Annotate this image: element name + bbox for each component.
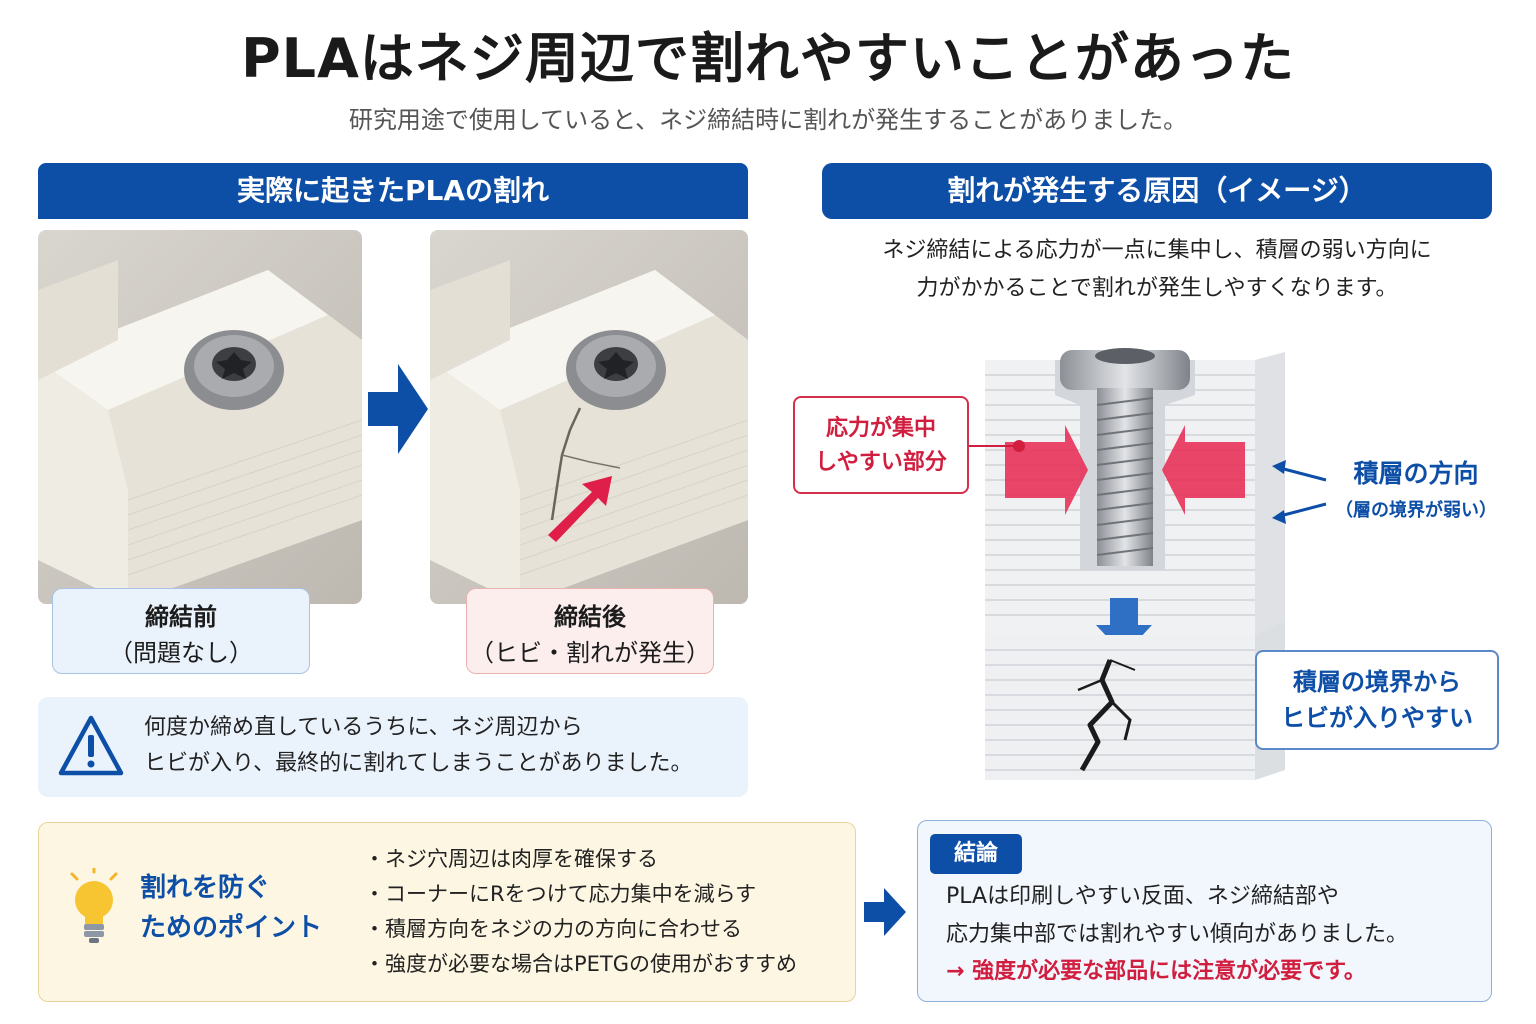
stress-callout-leader <box>969 445 1015 447</box>
photo-after-fastening <box>430 230 748 604</box>
label-before-title: 締結前 <box>145 603 217 631</box>
warning-text: 何度か締め直しているうちに、ネジ周辺から ヒビが入り、最終的に割れてしまうことが… <box>144 710 744 782</box>
stress-callout-line-1: 応力が集中 <box>825 416 936 441</box>
tips-title-line-1: 割れを防ぐ <box>140 873 271 903</box>
conclusion-line-1: PLAは印刷しやすい反面、ネジ締結部や <box>946 884 1339 909</box>
layer-direction-arrows-icon <box>1272 460 1327 524</box>
layer-direction-note: （層の境界が弱い） <box>1335 500 1497 521</box>
tip-item: 強度が必要な場合はPETGの使用がおすすめ <box>364 947 844 982</box>
conclusion-line-3: → 強度が必要な部品には注意が必要です。 <box>946 959 1366 984</box>
label-after-note: （ヒビ・割れが発生） <box>470 639 710 667</box>
label-after-title: 締結後 <box>554 603 626 631</box>
tips-list: ネジ穴周辺は肉厚を確保する コーナーにRをつけて応力集中を減らす 積層方向をネジ… <box>364 842 844 982</box>
lightbulb-icon <box>70 868 118 943</box>
cross-section-diagram <box>985 348 1285 780</box>
tip-item: コーナーにRをつけて応力集中を減らす <box>364 877 844 912</box>
section-heading-actual-cracks: 実際に起きたPLAの割れ <box>38 163 748 219</box>
warning-line-2: ヒビが入り、最終的に割れてしまうことがありました。 <box>144 751 693 776</box>
arrow-right-icon <box>864 888 906 936</box>
cause-line-1: ネジ締結による応力が一点に集中し、積層の弱い方向に <box>882 238 1432 263</box>
photo-before-fastening <box>38 230 362 604</box>
conclusion-line-2: 応力集中部では割れやすい傾向がありました。 <box>946 922 1409 947</box>
layer-direction-label: 積層の方向 <box>1353 459 1479 488</box>
warning-line-1: 何度か締め直しているうちに、ネジ周辺から <box>144 715 583 740</box>
label-after-fastening: 締結後 （ヒビ・割れが発生） <box>466 588 714 674</box>
tip-item: 積層方向をネジの力の方向に合わせる <box>364 912 844 947</box>
crack-boundary-callout: 積層の境界から ヒビが入りやすい <box>1255 650 1499 750</box>
crack-callout-line-1: 積層の境界から <box>1293 668 1461 696</box>
cause-description: ネジ締結による応力が一点に集中し、積層の弱い方向に 力がかかることで割れが発生し… <box>822 232 1492 308</box>
crack-callout-line-2: ヒビが入りやすい <box>1281 704 1473 732</box>
arrow-right-icon <box>368 364 428 454</box>
warning-triangle-icon <box>58 715 124 776</box>
label-before-note: （問題なし） <box>109 639 253 667</box>
stress-concentration-callout: 応力が集中 しやすい部分 <box>793 396 969 494</box>
pla-part-before-illustration <box>38 260 362 604</box>
tip-item: ネジ穴周辺は肉厚を確保する <box>364 842 844 877</box>
page-subtitle: 研究用途で使用していると、ネジ締結時に割れが発生することがありました。 <box>348 106 1188 134</box>
cause-line-2: 力がかかることで割れが発生しやすくなります。 <box>916 276 1398 301</box>
warning-box <box>38 697 748 797</box>
section-heading-cause: 割れが発生する原因（イメージ） <box>822 163 1492 219</box>
conclusion-badge: 結論 <box>930 834 1022 874</box>
stress-callout-line-2: しやすい部分 <box>815 450 947 475</box>
page-title: PLAはネジ周辺で割れやすいことがあった <box>241 27 1295 90</box>
tips-title: 割れを防ぐ ためのポイント <box>140 868 360 948</box>
tips-title-line-2: ためのポイント <box>140 913 323 943</box>
label-before-fastening: 締結前 （問題なし） <box>52 588 310 674</box>
stress-callout-dot <box>1013 440 1025 452</box>
pla-part-cracked-illustration <box>430 260 748 604</box>
